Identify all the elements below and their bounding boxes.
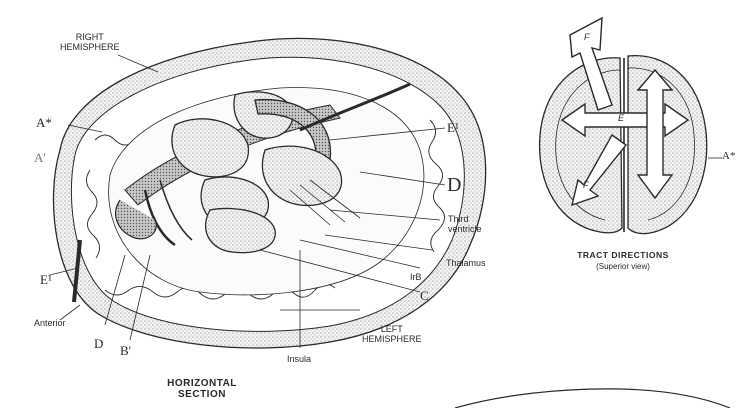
caption-tract-subtitle: (Superior view) (553, 262, 693, 271)
label-left-hemisphere: LEFT HEMISPHERE (362, 324, 422, 344)
label-insula: Insula (287, 354, 311, 364)
label-right-hemisphere: RIGHT HEMISPHERE (60, 32, 120, 52)
partial-lower-figure (455, 389, 730, 408)
label-a-prime: A' (34, 150, 46, 166)
label-d-bottom: D (94, 336, 103, 352)
caption-tract-directions: TRACT DIRECTIONS (553, 250, 693, 261)
label-tract-e: E (618, 113, 624, 123)
label-third-ventricle: Third ventricle (448, 214, 482, 234)
third-ventricle-line1: Third (448, 214, 482, 224)
label-tract-f-upper: F (584, 32, 590, 42)
label-tract-a-star: A* (722, 150, 735, 162)
arrow-horizontal (562, 104, 688, 136)
label-b-prime: B' (120, 343, 131, 359)
left-hemisphere-line1: LEFT (362, 324, 422, 334)
label-e-lower: E¹ (40, 272, 52, 288)
label-irb: IrB (410, 272, 422, 282)
caption-horizontal-line1: HORIZONTAL (147, 378, 257, 389)
caption-horizontal-line2: SECTION (147, 389, 257, 400)
label-tract-f-lower: F (583, 180, 589, 190)
caption-horizontal-section: HORIZONTAL SECTION (147, 378, 257, 400)
label-a-star: A* (36, 115, 52, 131)
tract-directions-brain (540, 18, 722, 234)
label-d-right: D (447, 174, 461, 197)
third-ventricle-line2: ventricle (448, 224, 482, 234)
left-hemisphere-line2: HEMISPHERE (362, 334, 422, 344)
right-hemisphere-line2: HEMISPHERE (60, 42, 120, 52)
label-e-upper: E¹ (447, 120, 459, 136)
label-c: C (420, 288, 429, 304)
right-hemisphere-line1: RIGHT (60, 32, 120, 42)
label-thalamus: Thalamus (446, 258, 486, 268)
label-anterior: Anterior (34, 318, 66, 328)
